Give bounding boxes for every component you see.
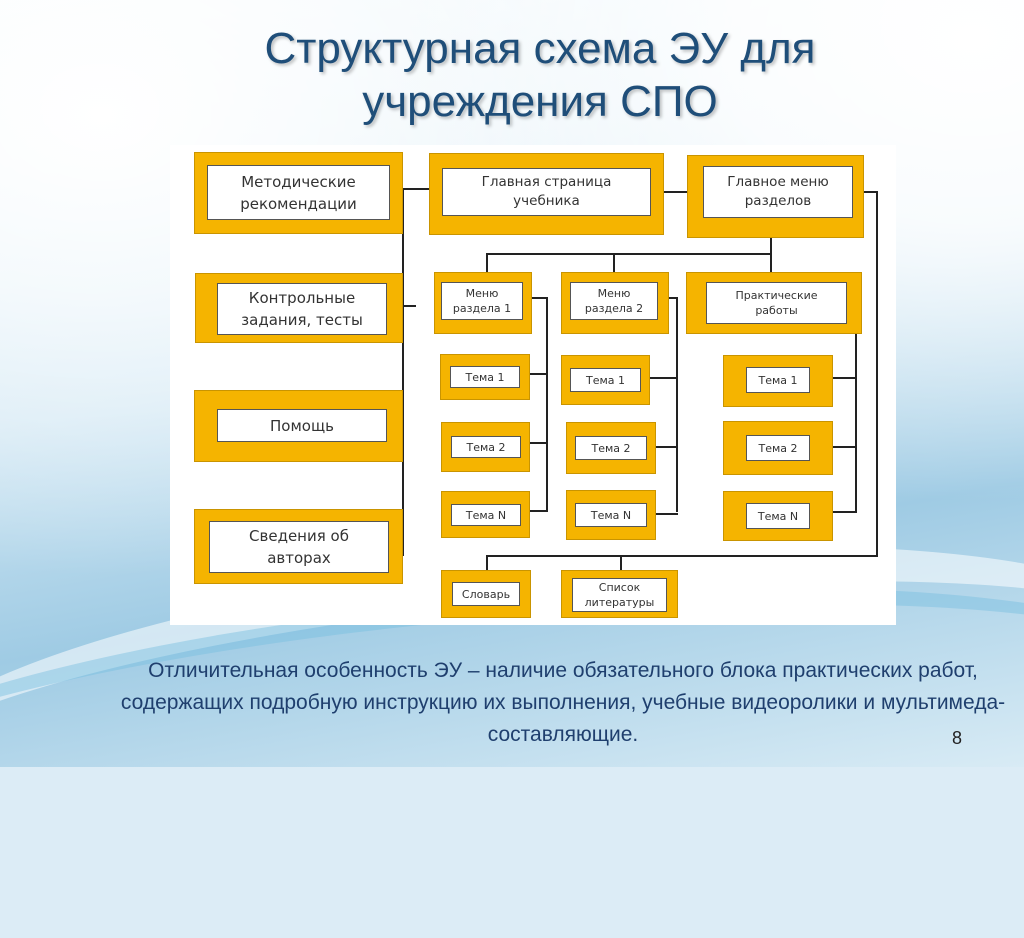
connector-line [770,253,772,273]
connector-line [402,188,430,190]
label-c1-tema-2: Тема 2 [451,436,521,458]
connector-line [613,253,615,273]
connector-line [770,238,772,254]
connector-line [532,297,548,299]
label-literatura: Список литературы [572,578,667,612]
connector-line [833,511,857,513]
label-c3-tema-2: Тема 2 [746,435,810,461]
connector-line [833,377,857,379]
slide-caption: Отличительная особенность ЭУ – наличие о… [120,659,1006,746]
label-menu-razdela-2: Меню раздела 2 [570,282,658,320]
connector-line [486,253,772,255]
connector-line [486,253,488,273]
label-pomosh: Помощь [217,409,387,442]
label-c3-tema-1: Тема 1 [746,367,810,393]
label-c2-tema-n: Тема N [575,503,647,527]
connector-line [876,191,878,557]
connector-line [486,555,878,557]
label-c2-tema-2: Тема 2 [575,436,647,460]
label-prakticheskie: Практические работы [706,282,847,324]
connector-line [650,377,678,379]
connector-line [668,297,678,299]
connector-line [486,555,488,571]
page-number: 8 [952,728,963,748]
label-c3-tema-n: Тема N [746,503,810,529]
label-avtory: Сведения об авторах [209,521,389,573]
label-slovar: Словарь [452,582,520,606]
connector-line [664,191,688,193]
connector-line [530,373,548,375]
connector-line [676,297,678,512]
label-menu-razdela-1: Меню раздела 1 [441,282,523,320]
label-c1-tema-1: Тема 1 [450,366,520,388]
connector-line [863,191,877,193]
connector-line [656,513,678,515]
connector-line [530,510,548,512]
label-c2-tema-1: Тема 1 [570,368,641,392]
connector-line [546,297,548,512]
connector-line [530,442,548,444]
connector-line [855,300,857,513]
label-metodicheskie: Методические рекомендации [207,165,390,220]
connector-line [620,555,622,571]
connector-line [833,446,857,448]
connector-line [402,305,416,307]
label-glavnaya: Главная страница учебника [442,168,651,216]
connector-line [656,446,678,448]
label-menu-razdelov: Главное меню разделов [703,166,853,218]
label-c1-tema-n: Тема N [451,504,521,526]
slide-title: Структурная схема ЭУ для учреждения СПО [264,24,816,126]
label-kontrolnye: Контрольные задания, тесты [217,283,387,335]
connector-line [402,188,404,556]
